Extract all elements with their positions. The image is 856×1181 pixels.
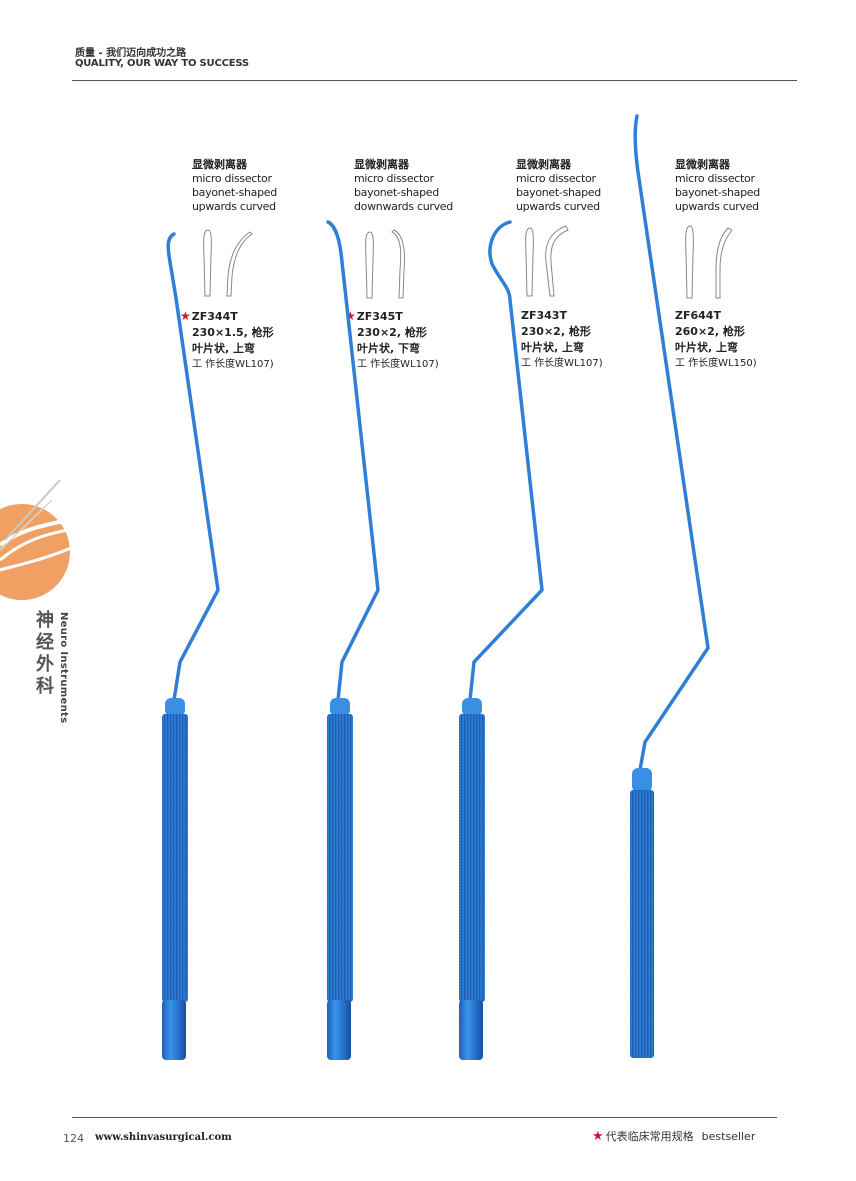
tip-detail-4 <box>685 225 733 299</box>
product-title-1: 显微剥离器 micro dissector bayonet-shaped upw… <box>192 158 277 214</box>
product-info-1: ★ZF344T 230×1.5, 枪形 叶片状, 上弯 工 作长度WL107) <box>180 308 274 373</box>
product-title-4: 显微剥离器 micro dissector bayonet-shaped upw… <box>675 158 760 214</box>
side-tab-label-en: Neuro Instruments <box>58 612 69 724</box>
footer-divider <box>72 1117 777 1118</box>
product-code: ZF343T <box>521 309 567 322</box>
product-note: 工 作长度WL107) <box>192 359 274 370</box>
star-icon: ★ <box>345 309 356 323</box>
product-curve: upwards curved <box>192 200 276 213</box>
product-spec: 260×2, 枪形 <box>675 325 745 338</box>
product-spec: 230×2, 枪形 <box>521 325 591 338</box>
product-name-en: micro dissector <box>675 172 755 185</box>
product-note: 工 作长度WL150) <box>675 358 757 369</box>
product-info-3: ZF343T 230×2, 枪形 叶片状, 上弯 工 作长度WL107) <box>521 308 603 372</box>
product-spec: 230×2, 枪形 <box>357 326 427 339</box>
product-desc: 叶片状, 上弯 <box>521 341 585 354</box>
header-divider <box>72 80 797 81</box>
product-code: ZF345T <box>356 310 403 323</box>
product-name-en: micro dissector <box>192 172 272 185</box>
product-title-2: 显微剥离器 micro dissector bayonet-shaped dow… <box>354 158 453 214</box>
star-icon: ★ <box>592 1129 604 1144</box>
product-desc: 叶片状, 上弯 <box>675 341 739 354</box>
legend-label-en: bestseller <box>701 1130 756 1143</box>
product-desc: 叶片状, 上弯 <box>192 342 256 355</box>
tip-detail-1 <box>203 229 253 297</box>
product-title-3: 显微剥离器 micro dissector bayonet-shaped upw… <box>516 158 601 214</box>
bestseller-legend: ★代表临床常用规格 bestseller <box>592 1128 755 1144</box>
product-curve: upwards curved <box>516 200 600 213</box>
product-note: 工 作长度WL107) <box>357 359 439 370</box>
product-desc: 叶片状, 下弯 <box>357 342 421 355</box>
website-url: www.shinvasurgical.com <box>95 1132 232 1143</box>
side-tab-label-cn: 神经外科 <box>36 610 54 697</box>
product-shape: bayonet-shaped <box>192 186 277 199</box>
tip-detail-2 <box>365 229 405 299</box>
instrument-zf343t <box>459 220 544 1060</box>
header-title-en: QUALITY, OUR WAY TO SUCCESS <box>75 58 249 69</box>
product-name-cn: 显微剥离器 <box>354 158 409 171</box>
legend-label-cn: 代表临床常用规格 <box>605 1130 694 1143</box>
header-title-cn: 质量 - 我们迈向成功之路 <box>75 48 187 59</box>
product-curve: upwards curved <box>675 200 759 213</box>
tip-detail-3 <box>525 225 569 297</box>
product-note: 工 作长度WL107) <box>521 358 603 369</box>
star-icon: ★ <box>180 309 191 323</box>
product-name-en: micro dissector <box>354 172 434 185</box>
product-spec: 230×1.5, 枪形 <box>192 326 274 339</box>
instrument-zf345t <box>326 220 380 1060</box>
product-code: ZF344T <box>191 310 238 323</box>
product-shape: bayonet-shaped <box>354 186 439 199</box>
product-code: ZF644T <box>675 309 721 322</box>
page-number: 124 <box>63 1132 84 1145</box>
product-name-cn: 显微剥离器 <box>675 158 730 171</box>
product-name-cn: 显微剥离器 <box>516 158 571 171</box>
product-info-2: ★ZF345T 230×2, 枪形 叶片状, 下弯 工 作长度WL107) <box>345 308 439 373</box>
product-name-en: micro dissector <box>516 172 596 185</box>
product-shape: bayonet-shaped <box>516 186 601 199</box>
side-tab-graphic <box>0 479 100 600</box>
instrument-zf344t <box>162 232 220 1060</box>
product-curve: downwards curved <box>354 200 453 213</box>
product-info-4: ZF644T 260×2, 枪形 叶片状, 上弯 工 作长度WL150) <box>675 308 757 372</box>
product-name-cn: 显微剥离器 <box>192 158 247 171</box>
product-shape: bayonet-shaped <box>675 186 760 199</box>
instrument-zf644t <box>630 114 710 1058</box>
